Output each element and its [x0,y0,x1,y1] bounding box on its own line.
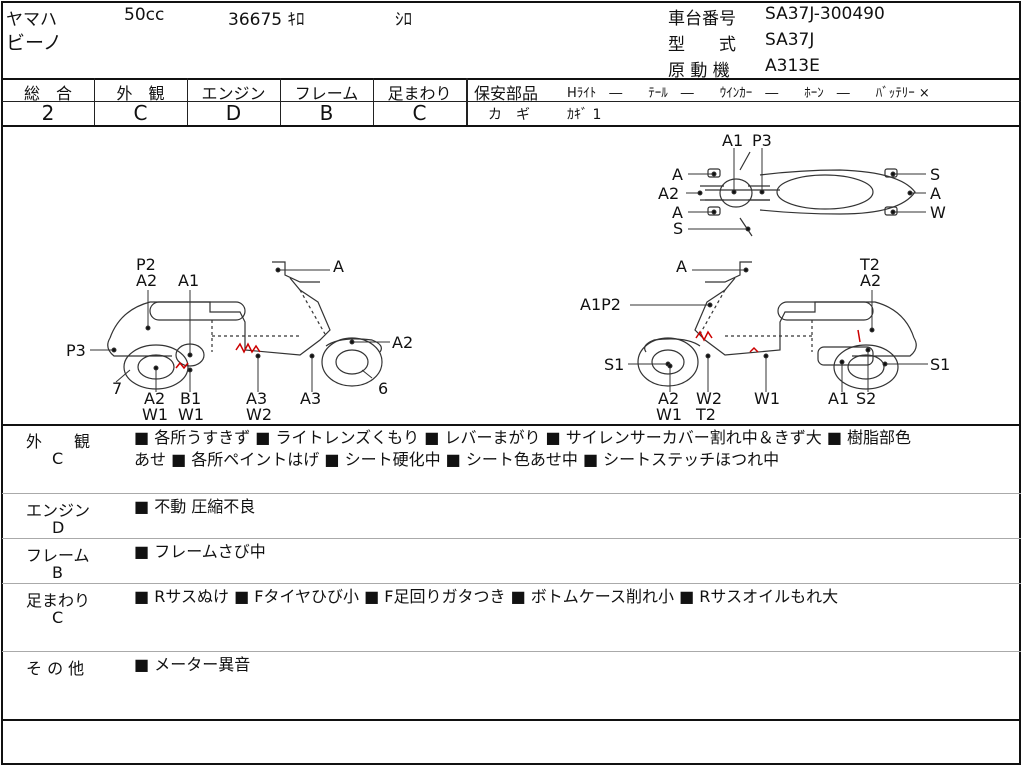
remark-text-frame: ■ フレームさび中 [134,542,266,561]
remark-text-exterior-1: ■ 各所うすきず ■ ライトレンズくもり ■ レバーまがり ■ サイレンサーカバ… [134,428,912,447]
label-top-a-lower: A [672,203,683,222]
label-right-a2-bottom: A2 [658,389,679,408]
mileage: 36675 ｷﾛ [228,10,305,30]
label-right-s2: S2 [856,389,876,408]
model-name: ビーノ [6,32,62,54]
remark-text-engine: ■ 不動 圧縮不良 [134,497,256,516]
divider [2,101,468,102]
label-right-a1p2: A1P2 [580,295,621,314]
divider [94,78,95,125]
damage-diagram: A1 P3 A A2 A S S A W P2 A2 A1 A A2 P3 7 … [66,131,950,424]
divider [2,719,1021,721]
divider [2,651,1021,652]
label-left-p3: P3 [66,341,86,360]
label-left-w1-b: W1 [178,405,204,424]
remark-grade-exterior: C [52,449,64,468]
remark-grade-suspension: C [52,608,64,627]
label-right-s1-left: S1 [604,355,624,374]
label-right-a: A [676,257,687,276]
label-right-a1: A1 [828,389,849,408]
type-value: SA37J [765,30,815,50]
label-top-a-upper: A [672,165,683,184]
label-right-w1-a: W1 [656,405,682,424]
engine-value: A313E [765,56,820,76]
divider [2,125,1021,127]
key-label: カ ギ [488,107,530,123]
label-left-a1: A1 [178,271,199,290]
label-left-w1-a: W1 [142,405,168,424]
frame-no: SA37J-300490 [765,4,885,24]
label-top-s-right: S [930,165,940,184]
grade-value-exterior: C [133,101,148,125]
label-top-p3: P3 [752,131,772,150]
divider [2,538,1021,539]
label-right-a2-top: A2 [860,271,881,290]
label-left-a2-right: A2 [392,333,413,352]
grade-value-engine: D [225,101,242,125]
key-value: ｶｷﾞ 1 [567,107,602,123]
type-label: 型 式 [668,35,736,55]
grade-value-overall: 2 [41,101,55,125]
label-left-a3-a: A3 [246,389,267,408]
remark-label-engine: エンジン [26,501,91,520]
label-right-w2: W2 [696,389,722,408]
grade-value-frame: B [319,101,334,125]
label-top-a2: A2 [658,184,679,203]
divider [2,583,1021,584]
divider [187,78,188,125]
divider [373,78,374,125]
label-left-b1: B1 [180,389,201,408]
divider [466,78,468,125]
remark-label-other: そ の 他 [26,659,85,678]
label-left-a3-b: A3 [300,389,321,408]
divider [2,78,1021,80]
grade-label-engine: エンジン [201,84,266,103]
label-left-p2: P2 [136,255,156,274]
label-left-w2: W2 [246,405,272,424]
remark-text-exterior-2: あせ ■ 各所ペイントはげ ■ シート硬化中 ■ シート色あせ中 ■ シートステ… [134,450,780,469]
grade-label-frame: フレーム [294,84,359,103]
divider [2,424,1021,426]
label-top-a-right: A [930,184,941,203]
label-right-t2-bottom: T2 [695,405,716,424]
remark-text-other: ■ メーター異音 [134,655,251,674]
displacement: 50cc [124,5,165,25]
label-right-w1-b: W1 [754,389,780,408]
label-top-s-left: S [673,219,683,238]
color: ｼﾛ [395,10,412,30]
safety-items: Hﾗｲﾄ ― ﾃｰﾙ ― ｳｲﾝｶｰ ― ﾎｰﾝ ― ﾊﾞｯﾃﾘｰ × [567,86,930,101]
label-right-s1-right: S1 [930,355,950,374]
label-top-w: W [930,203,946,222]
grade-label-exterior: 外 観 [116,84,165,103]
grade-value-suspension: C [412,101,427,125]
label-top-a1: A1 [722,131,743,150]
label-left-6: 6 [378,379,388,398]
frame-no-label: 車台番号 [668,9,736,29]
label-left-a: A [333,257,344,276]
remark-label-frame: フレーム [26,546,90,565]
maker: ヤマハ [6,10,57,30]
remark-grade-engine: D [52,518,65,537]
label-left-7: 7 [112,379,122,398]
label-left-a2-bottom: A2 [144,389,165,408]
grade-label-suspension: 足まわり [387,84,452,103]
remark-text-suspension: ■ Rサスぬけ ■ Fタイヤひび小 ■ F足回りガタつき ■ ボトムケース削れ小… [134,587,839,606]
divider [280,78,281,125]
safety-label: 保安部品 [474,84,539,103]
remark-label-suspension: 足まわり [26,591,91,610]
remark-label-exterior: 外 観 [26,432,91,451]
divider [2,493,1021,494]
label-right-t2-top: T2 [859,255,880,274]
engine-label: 原 動 機 [668,61,730,81]
grade-label-overall: 総 合 [23,84,72,103]
label-left-a2-top: A2 [136,271,157,290]
divider [468,101,1021,102]
remark-grade-frame: B [52,563,63,582]
